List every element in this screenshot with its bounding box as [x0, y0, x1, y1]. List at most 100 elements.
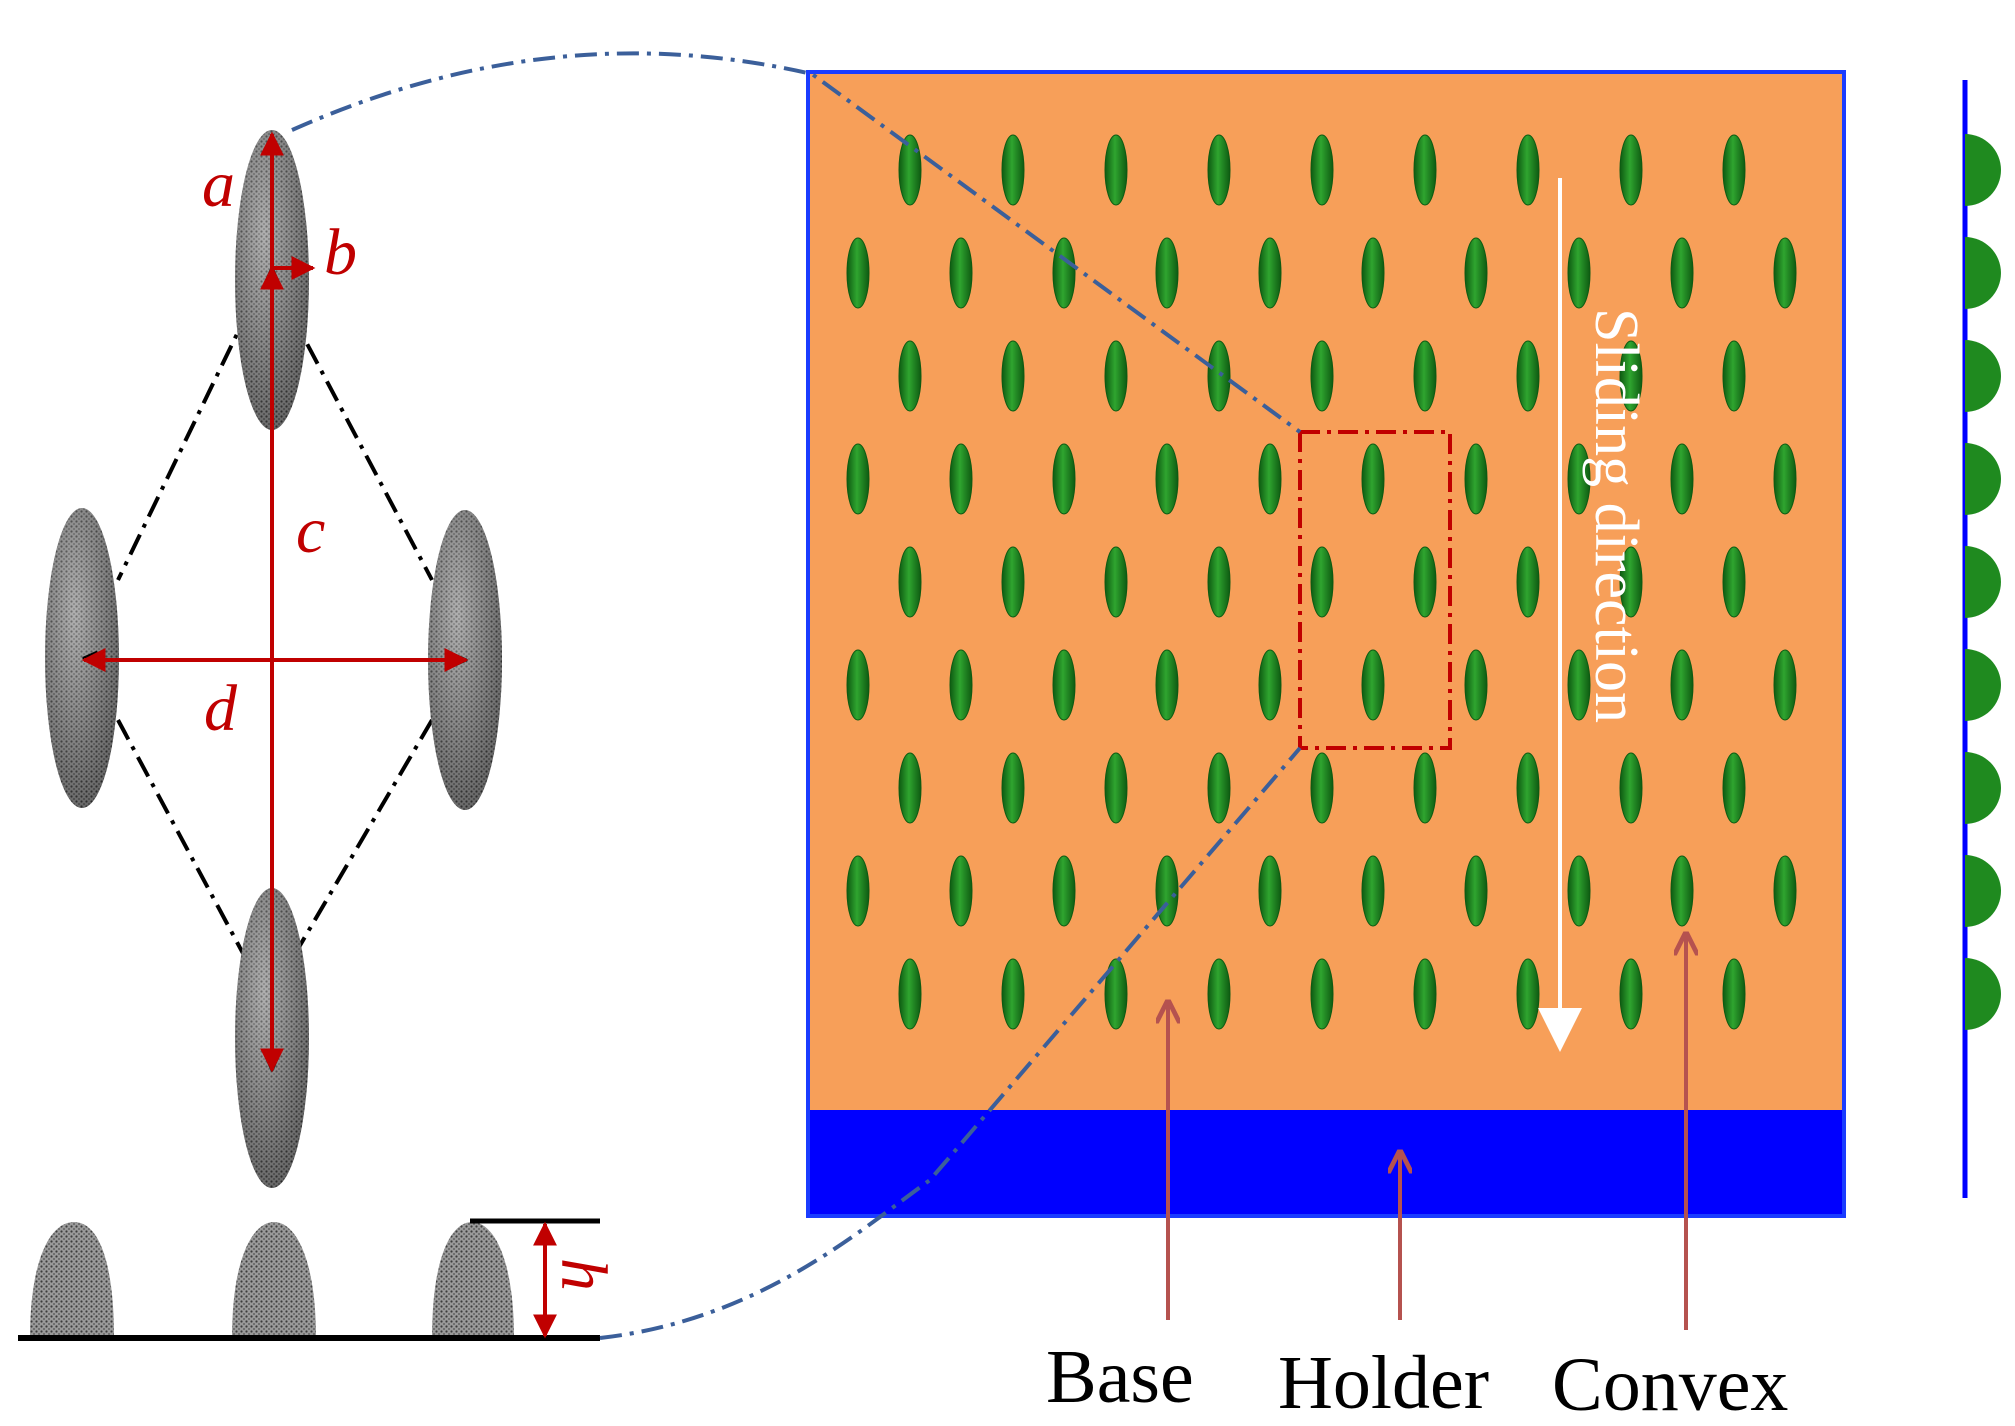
sliding-direction-arrow: [1538, 178, 1582, 1052]
convex-element: [1464, 855, 1488, 927]
bump-1: [30, 1222, 114, 1338]
convex-element: [1619, 546, 1643, 618]
convex-element: [1155, 443, 1179, 515]
convex-element: [1361, 443, 1385, 515]
side-bump: [1965, 958, 2001, 1030]
convex-element: [1773, 443, 1797, 515]
label-b: b: [324, 216, 357, 289]
convex-element: [1773, 649, 1797, 721]
convex-element: [1052, 855, 1076, 927]
convex-element: [1670, 855, 1694, 927]
convex-element: [1361, 237, 1385, 309]
convex-element: [1722, 958, 1746, 1030]
holder-label: Holder: [1278, 1341, 1489, 1425]
label-c: c: [296, 494, 325, 567]
plate-border: [806, 70, 1846, 1218]
convex-element: [1001, 340, 1025, 412]
convex-element: [846, 649, 870, 721]
convex-element: [898, 134, 922, 206]
convex-element: [1722, 752, 1746, 824]
convex-element: [1104, 958, 1128, 1030]
convex-element: [1207, 546, 1231, 618]
bump-2: [232, 1222, 316, 1338]
convex-element: [1310, 752, 1334, 824]
convex-element: [1001, 958, 1025, 1030]
convex-element: [1722, 546, 1746, 618]
convex-element: [1670, 443, 1694, 515]
convex-element: [1258, 237, 1282, 309]
convex-element: [1516, 752, 1540, 824]
convex-element: [949, 649, 973, 721]
convex-element: [846, 443, 870, 515]
bump-3: [432, 1222, 514, 1338]
convex-element: [1464, 443, 1488, 515]
convex-element: [1001, 752, 1025, 824]
label-h: h: [547, 1258, 620, 1291]
convex-element: [1619, 340, 1643, 412]
convex-element: [1310, 134, 1334, 206]
convex-element: [1413, 546, 1437, 618]
side-profile-view: h: [18, 1218, 620, 1341]
convex-element: [1567, 649, 1591, 721]
convex-element: [1516, 958, 1540, 1030]
side-bump: [1965, 855, 2001, 927]
side-bumps: [1965, 134, 2001, 1030]
convex-element: [949, 237, 973, 309]
convex-element: [1258, 855, 1282, 927]
convex-element: [1104, 340, 1128, 412]
convex-element: [1155, 237, 1179, 309]
convex-element: [1619, 752, 1643, 824]
convex-element: [846, 237, 870, 309]
side-bump: [1965, 546, 2001, 618]
zoom-connectors: [291, 51, 1302, 1340]
convex-element: [1104, 546, 1128, 618]
convex-element: [1670, 237, 1694, 309]
convex-element: [1722, 340, 1746, 412]
convex-element: [1722, 134, 1746, 206]
side-strip: [1962, 80, 2001, 1198]
convex-element: [1567, 443, 1591, 515]
convex-element: [1516, 134, 1540, 206]
convex-element: [1001, 134, 1025, 206]
convex-element: [1258, 443, 1282, 515]
convex-element: [1104, 752, 1128, 824]
convex-grid: [846, 134, 1797, 1030]
convex-element: [898, 546, 922, 618]
convex-element: [1001, 546, 1025, 618]
convex-element: [1310, 340, 1334, 412]
side-bump: [1965, 237, 2001, 309]
convex-element: [1258, 649, 1282, 721]
callouts: Base Holder Convex: [1046, 934, 1788, 1426]
sliding-direction-label: Sliding direction: [1582, 308, 1650, 723]
detail-box: [1298, 430, 1452, 750]
convex-element: [1773, 855, 1797, 927]
convex-element: [949, 855, 973, 927]
convex-label: Convex: [1552, 1343, 1788, 1426]
convex-element: [846, 855, 870, 927]
convex-element: [1670, 649, 1694, 721]
base-label: Base: [1046, 1335, 1194, 1419]
label-a: a: [202, 148, 235, 221]
convex-element: [1619, 134, 1643, 206]
convex-element: [1361, 649, 1385, 721]
label-d: d: [204, 672, 238, 745]
textured-plate: Sliding direction: [806, 70, 1846, 1218]
convex-element: [1052, 649, 1076, 721]
convex-element: [1155, 855, 1179, 927]
convex-element: [898, 752, 922, 824]
convex-element: [1207, 340, 1231, 412]
convex-element: [1464, 237, 1488, 309]
side-bump: [1965, 443, 2001, 515]
convex-element: [949, 443, 973, 515]
holder-bar: [808, 1110, 1844, 1216]
convex-element: [1413, 134, 1437, 206]
convex-element: [1052, 237, 1076, 309]
unit-cell-view: a b c d: [45, 130, 502, 1188]
convex-element: [1413, 340, 1437, 412]
convex-element: [1052, 443, 1076, 515]
convex-element: [1155, 649, 1179, 721]
convex-element: [1104, 134, 1128, 206]
convex-element: [1207, 134, 1231, 206]
side-bump: [1965, 134, 2001, 206]
convex-element: [1567, 237, 1591, 309]
